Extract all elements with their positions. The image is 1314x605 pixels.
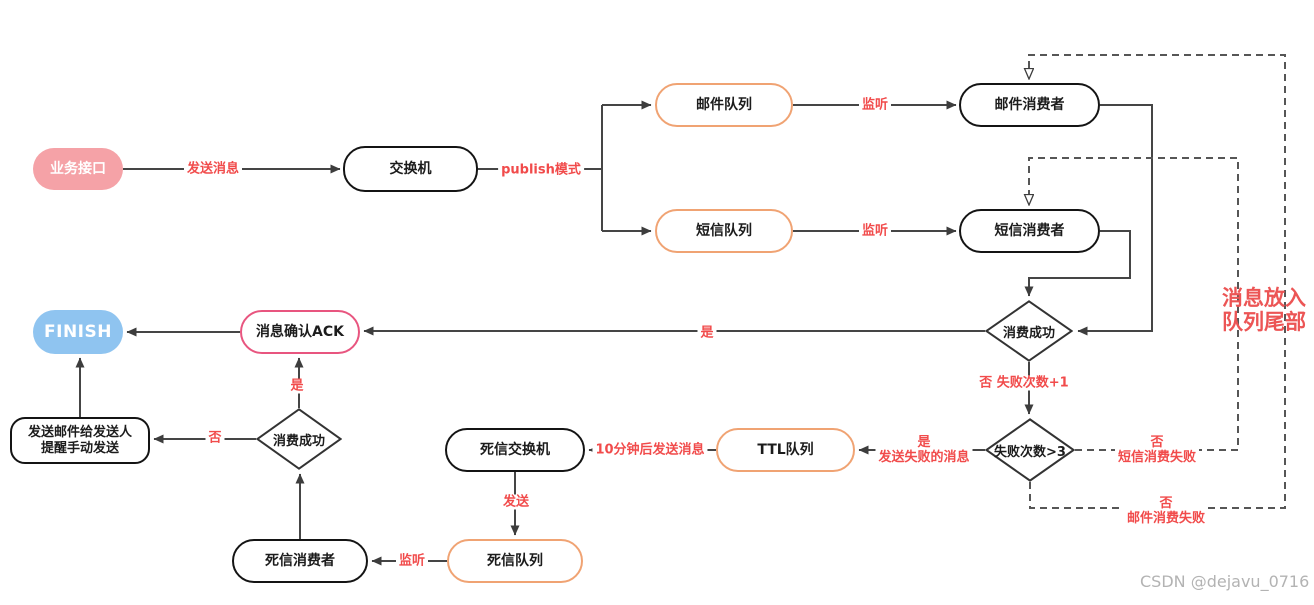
annotation-requeue-tail: 消息放入 队列尾部 <box>1218 286 1310 334</box>
notify-line1: 发送邮件给发送人 <box>27 424 132 440</box>
node-email-queue: 邮件队列 <box>655 83 793 127</box>
node-dead-letter-queue: 死信队列 <box>447 539 583 583</box>
edge-email-consumer-to-success <box>1077 104 1153 336</box>
label-yes-bottom: 是 <box>287 378 307 394</box>
node-dead-letter-exchange: 死信交换机 <box>445 428 585 472</box>
label-yes-top: 是 <box>697 325 717 341</box>
csdn-watermark: CSDN @dejavu_0716 <box>1140 572 1310 591</box>
label-yes-send-failed: 是 发送失败的消息 <box>875 435 973 465</box>
decision-label: 消费成功 <box>272 433 325 449</box>
label-no-bottom: 否 <box>205 430 225 446</box>
node-notify-sender: 发送邮件给发送人 提醒手动发送 <box>10 417 150 464</box>
label-send: 发送 <box>499 494 533 510</box>
node-sms-consumer: 短信消费者 <box>959 209 1100 253</box>
label-no-sms-line1: 否 <box>1150 435 1164 450</box>
label-publish-mode: publish模式 <box>498 162 584 178</box>
decision-label: 失败次数>3 <box>994 444 1066 460</box>
label-yes-send-failed-line2: 发送失败的消息 <box>878 450 970 465</box>
label-no-sms-fail: 否 短信消费失败 <box>1114 435 1200 465</box>
decision-consume-success-top: 消费成功 <box>985 300 1073 362</box>
node-ack: 消息确认ACK <box>240 310 360 354</box>
decision-fail-count: 失败次数>3 <box>985 418 1075 482</box>
decision-consume-success-bottom: 消费成功 <box>256 408 342 470</box>
label-no-sms-line2: 短信消费失败 <box>1117 450 1197 465</box>
node-finish: FINISH <box>33 310 123 354</box>
label-no-fail-increment: 否 失败次数+1 <box>976 375 1072 391</box>
notify-line2: 提醒手动发送 <box>40 440 119 456</box>
label-ttl-delay: 10分钟后发送消息 <box>592 442 708 458</box>
label-listen-sms: 监听 <box>858 223 892 239</box>
node-dead-letter-consumer: 死信消费者 <box>232 539 368 583</box>
label-no-email-line2: 邮件消费失败 <box>1126 511 1206 526</box>
edge-sms-consumer-to-success <box>1024 230 1131 297</box>
label-yes-send-failed-line1: 是 <box>917 435 931 450</box>
edge-failcheck-retry-email-loop <box>1029 54 1286 509</box>
node-ttl-queue: TTL队列 <box>716 428 855 472</box>
label-no-email-fail: 否 邮件消费失败 <box>1123 496 1209 526</box>
node-sms-queue: 短信队列 <box>655 209 793 253</box>
node-business-interface: 业务接口 <box>33 148 123 190</box>
label-send-message: 发送消息 <box>183 161 243 177</box>
node-email-consumer: 邮件消费者 <box>959 83 1100 127</box>
label-listen-dead-letter: 监听 <box>395 553 429 569</box>
label-no-email-line1: 否 <box>1159 496 1173 511</box>
label-listen-email: 监听 <box>858 97 892 113</box>
annotation-line1: 消息放入 <box>1222 286 1306 310</box>
decision-label: 消费成功 <box>1002 325 1055 341</box>
annotation-line2: 队列尾部 <box>1222 310 1306 334</box>
node-exchange: 交换机 <box>343 146 478 192</box>
